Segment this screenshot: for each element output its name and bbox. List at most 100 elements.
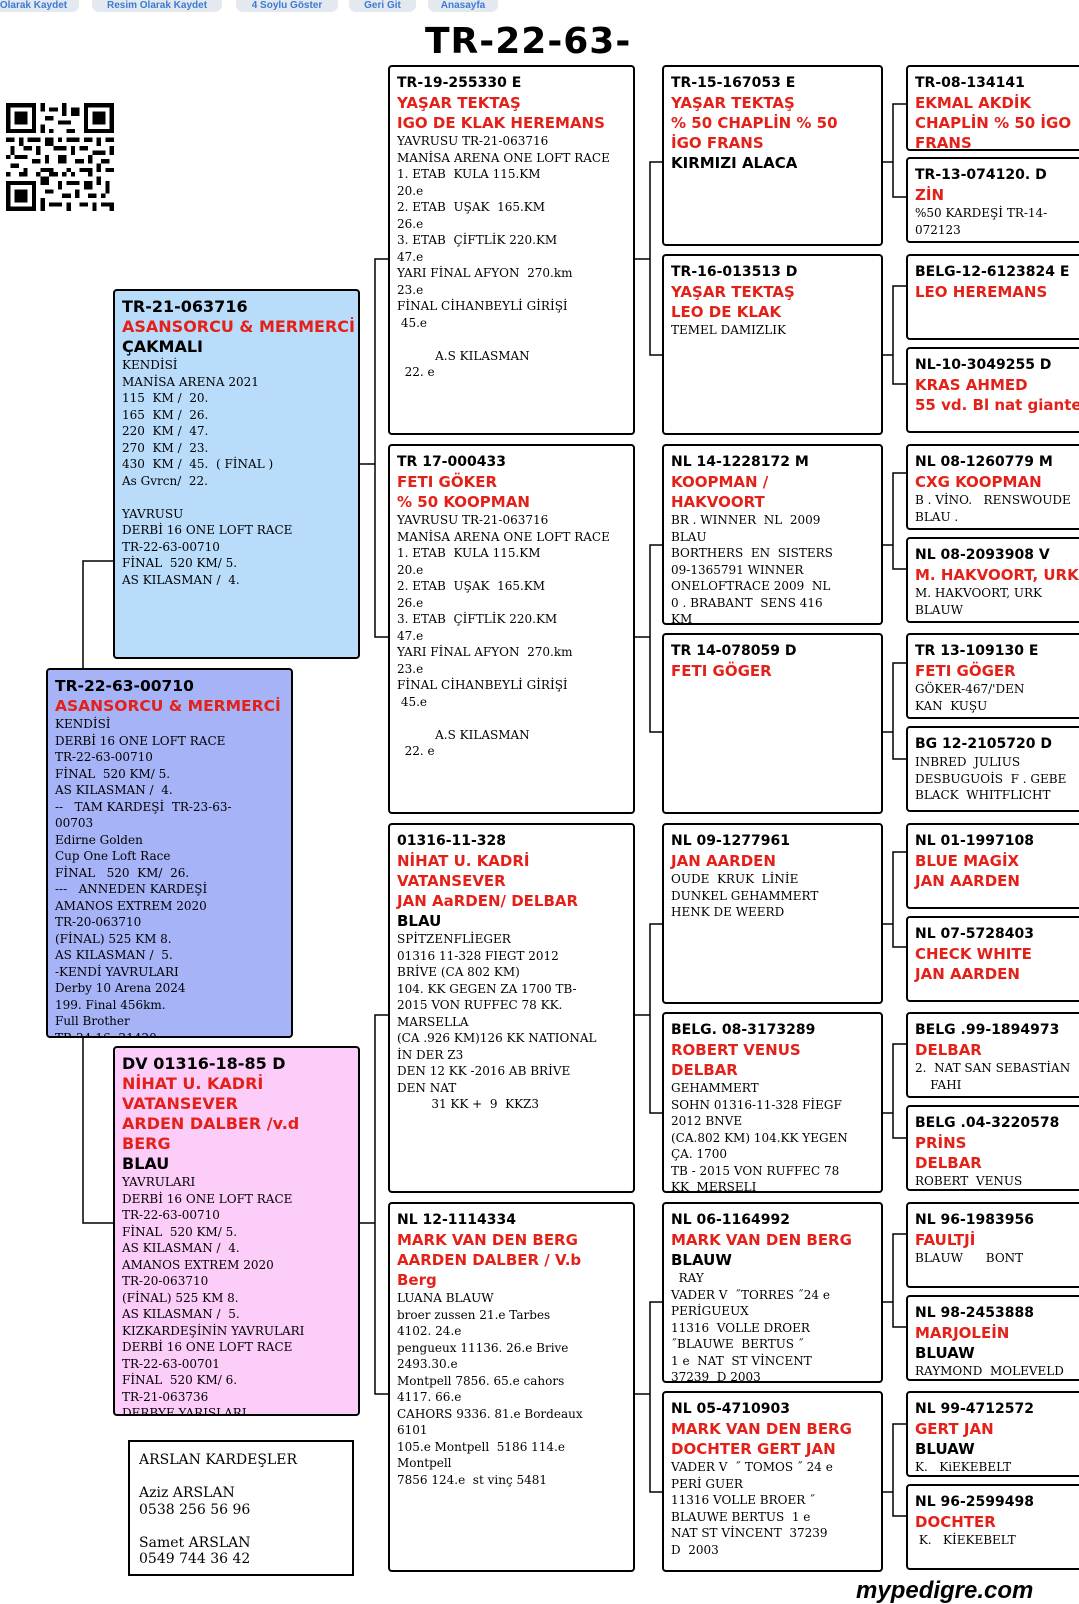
pigeon-notes: GEHAMMERT SOHN 01316-11-328 FİEGF 2012 B…	[671, 1081, 848, 1193]
pigeon-notes: VADER V ˝ TOMOS ˝ 24 e PERİ GUER 11316 V…	[671, 1460, 833, 1557]
save-pdf-button[interactable]: Olarak Kaydet	[0, 0, 79, 12]
ring-number: BG 12-2105720 D	[915, 736, 1053, 752]
owner-name: NİHAT U. KADRİ	[122, 1074, 264, 1093]
pigeon-color: BLAU	[122, 1154, 170, 1173]
owner-name: % 50 CHAPLİN % 50	[671, 114, 838, 132]
owner-name: DELBAR	[915, 1041, 982, 1059]
ring-number: NL 06-1164992	[671, 1212, 790, 1228]
owner-name: VATANSEVER	[122, 1094, 238, 1113]
footer-brand: mypedigre.com	[856, 1577, 1034, 1604]
ring-number: NL 96-2599498	[915, 1494, 1034, 1510]
show-four-gen-button[interactable]: 4 Soylu Göster	[236, 0, 338, 12]
owner-name: YAŞAR TEKTAŞ	[397, 94, 521, 112]
ring-number: TR-15-167053 E	[671, 75, 796, 91]
owner-name: YAŞAR TEKTAŞ	[671, 94, 795, 112]
ring-number: NL-10-3049255 D	[915, 357, 1052, 373]
home-button[interactable]: Anasayfa	[428, 0, 498, 12]
pigeon-notes: K. KİEKEBELT	[915, 1533, 1016, 1547]
owner-name: FETI GÖGER	[915, 662, 1016, 680]
pigeon-notes: BR . WINNER NL 2009 BLAU BORTHERS EN SIS…	[671, 513, 833, 625]
ring-number: TR-21-063716	[122, 297, 248, 316]
pigeon-color: BLAU	[397, 912, 442, 930]
owner-name: CXG KOOPMAN	[915, 473, 1042, 491]
owner-name: JAN AARDEN	[915, 965, 1020, 983]
pigeon-color: KIRMIZI ALACA	[671, 154, 798, 172]
ring-number: TR-08-134141	[915, 75, 1025, 91]
ring-number: NL 98-2453888	[915, 1305, 1034, 1321]
owner-name: İGO FRANS	[671, 134, 764, 152]
owner-name: JAN AaRDEN/ DELBAR	[397, 892, 579, 910]
pigeon-notes: ROBERT VENUS	[915, 1174, 1023, 1188]
pigeon-notes: GÖKER-467/'DEN KAN KUŞU	[915, 682, 1025, 713]
ring-number: TR 13-109130 E	[915, 643, 1039, 659]
owner-name: LEO DE KLAK	[671, 303, 782, 321]
owner-name: % 50 KOOPMAN	[397, 493, 530, 511]
pigeon-notes: RAYMOND MOLEVELD	[915, 1364, 1064, 1378]
ring-number: TR-22-63-00710	[55, 677, 194, 695]
back-button[interactable]: Geri Git	[349, 0, 416, 12]
owner-name: KOOPMAN /	[671, 473, 769, 491]
owner-name: CHAPLİN % 50 İGO	[915, 114, 1072, 132]
ring-number: NL 08-2093908 V	[915, 547, 1050, 563]
pigeon-notes: SPİTZENFLİEGER 01316 11-328 FIEGT 2012 B…	[397, 932, 597, 1111]
ring-number: 01316-11-328	[397, 833, 507, 849]
owner-name: ARDEN DALBER /v.d	[122, 1114, 300, 1133]
owner-name: GERT JAN	[915, 1420, 994, 1438]
ring-number: NL 01-1997108	[915, 833, 1034, 849]
ring-number: NL 09-1277961	[671, 833, 790, 849]
owner-name: CHECK WHITE	[915, 945, 1032, 963]
owner-name: BERG	[122, 1134, 171, 1153]
owner-name: HAKVOORT	[671, 493, 765, 511]
ring-number: NL 05-4710903	[671, 1401, 790, 1417]
ring-number: TR 14-078059 D	[671, 643, 797, 659]
pigeon-color: ÇAKMALI	[122, 337, 203, 356]
ring-number: DV 01316-18-85 D	[122, 1054, 286, 1073]
pigeon-color: BLUAW	[915, 1344, 975, 1362]
gen4-card: BG 12-2105720 D INBRED JULIUS DESBUGUOİS …	[906, 726, 1079, 812]
pigeon-notes: INBRED JULIUS DESBUGUOİS F . GEBE BLACK …	[915, 755, 1067, 802]
ring-number: TR-19-255330 E	[397, 75, 522, 91]
pigeon-notes: YAVRUSU TR-21-063716 MANİSA ARENA ONE LO…	[397, 513, 610, 758]
pigeon-notes: KENDİSİ DERBİ 16 ONE LOFT RACE TR-22-63-…	[55, 717, 232, 1038]
pigeon-color: BLAUW	[671, 1251, 732, 1269]
owner-name: NİHAT U. KADRİ	[397, 852, 530, 870]
pigeon-notes: TEMEL DAMIZLIK	[671, 323, 786, 337]
ring-number: BELG .04-3220578	[915, 1115, 1060, 1131]
ring-number: NL 96-1983956	[915, 1212, 1034, 1228]
pigeon-color: BLUAW	[915, 1440, 975, 1458]
owner-name: ZİN	[915, 186, 945, 204]
owner-name: Berg	[397, 1271, 437, 1289]
ring-number: TR-13-074120. D	[915, 167, 1047, 183]
ring-number: BELG. 08-3173289	[671, 1022, 816, 1038]
contact-card: ARSLAN KARDEŞLER Aziz ARSLAN 0538 256 56…	[128, 1440, 354, 1576]
owner-name: EKMAL AKDİK	[915, 94, 1032, 112]
owner-name: KRAS AHMED	[915, 376, 1028, 394]
pigeon-notes: K. KiEKEBELT	[915, 1460, 1012, 1474]
pigeon-notes: LUANA BLAUW broer zussen 21.e Tarbes 410…	[397, 1291, 583, 1487]
pigeon-notes: 2. NAT SAN SEBASTİAN FAHI	[915, 1061, 1071, 1092]
pigeon-notes: YAVRUSU TR-21-063716 MANİSA ARENA ONE LO…	[397, 134, 610, 379]
owner-name: FRANS	[915, 134, 972, 151]
save-image-button[interactable]: Resim Olarak Kaydet	[92, 0, 222, 12]
owner-name: ROBERT VENUS	[671, 1041, 801, 1059]
owner-name: JAN AARDEN	[915, 872, 1020, 890]
owner-name: MARJOLEİN	[915, 1324, 1010, 1342]
ring-number: TR-16-013513 D	[671, 264, 798, 280]
ring-number: TR 17-000433	[397, 454, 506, 470]
